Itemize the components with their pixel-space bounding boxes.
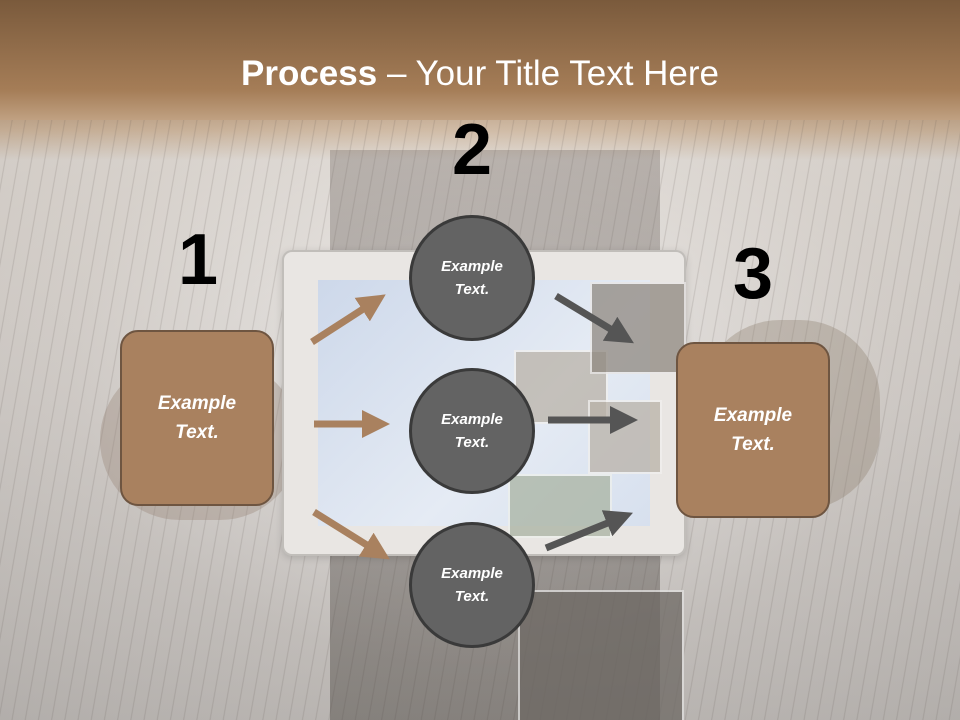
process-node-3: Example Text.: [409, 522, 535, 648]
step-box-1: Example Text.: [120, 330, 274, 506]
title-bold: Process: [241, 54, 378, 93]
step-number-1: 1: [177, 220, 219, 300]
background-thumbnail: [588, 400, 662, 474]
step-number-2: 2: [451, 110, 493, 190]
background-thumbnail: [518, 590, 684, 720]
background-thumbnail: [508, 474, 612, 538]
process-node-1: Example Text.: [409, 215, 535, 341]
process-node-2: Example Text.: [409, 368, 535, 494]
step-box-3: Example Text.: [676, 342, 830, 518]
step-number-3: 3: [732, 234, 774, 314]
title-rest: – Your Title Text Here: [377, 54, 719, 93]
slide-title: Process – Your Title Text Here: [0, 52, 960, 96]
background-thumbnail: [590, 282, 686, 374]
